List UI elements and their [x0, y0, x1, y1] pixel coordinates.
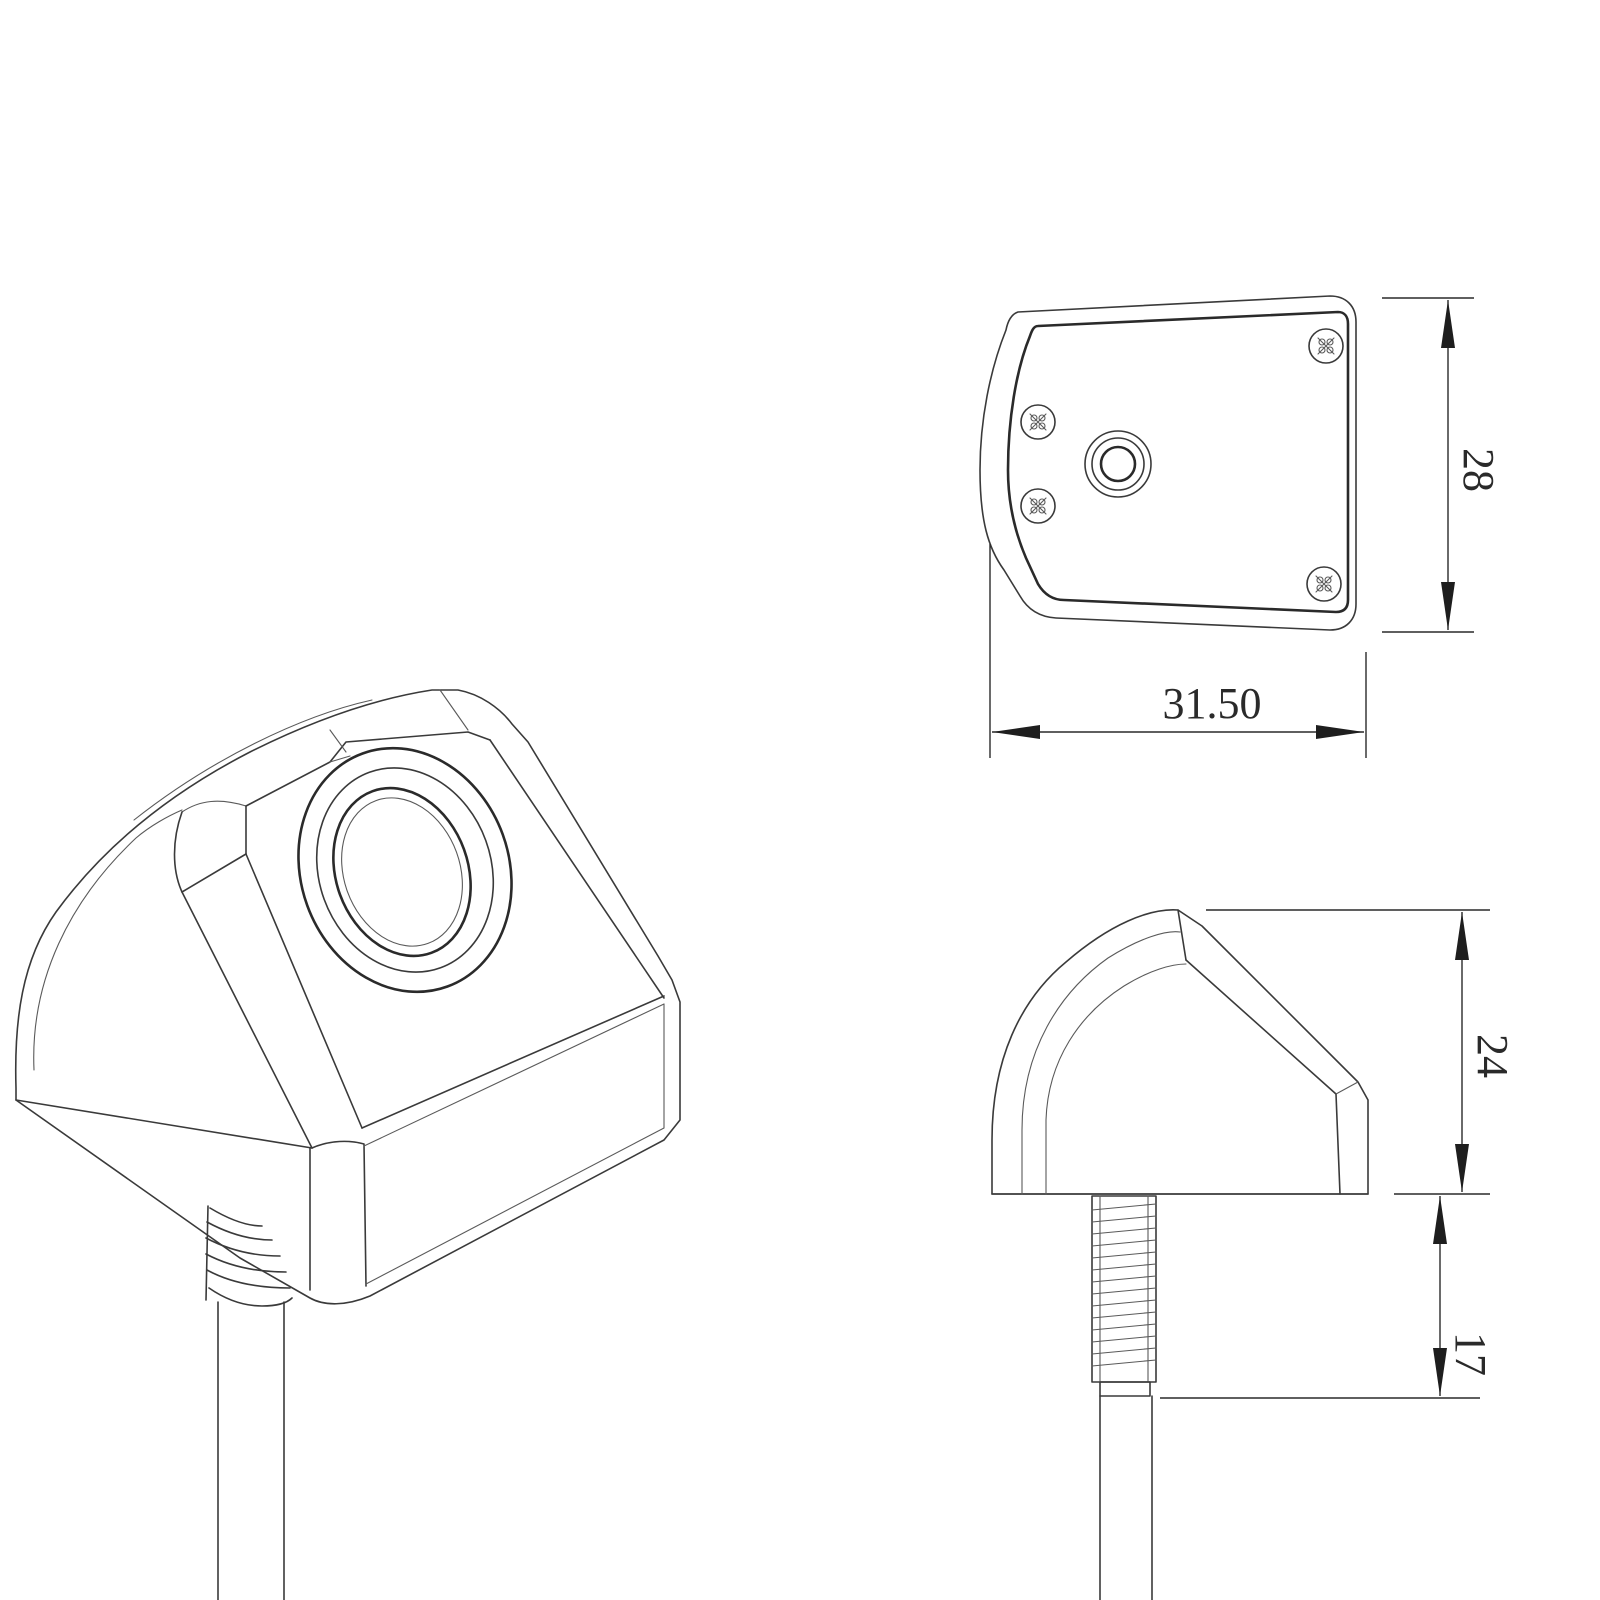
camera-lens — [297, 746, 513, 994]
screw-icon — [1306, 566, 1342, 602]
dimension-label-body-height: 24 — [1468, 1034, 1517, 1078]
threaded-stud — [205, 1205, 293, 1307]
side-view — [991, 909, 1369, 1600]
screw-icon — [1308, 328, 1344, 364]
dimension-height-top: 28 — [1382, 297, 1503, 633]
dimension-label-height-top: 28 — [1454, 448, 1503, 492]
cable-hole — [1084, 430, 1152, 498]
isometric-camera-view — [14, 689, 681, 1600]
dimension-label-width: 31.50 — [1163, 679, 1262, 728]
dimension-thread-length: 17 — [1160, 1196, 1495, 1399]
dimension-width: 31.50 — [989, 544, 1367, 758]
cable — [217, 1301, 285, 1600]
top-view-base-plate — [979, 295, 1357, 631]
dimension-label-thread-length: 17 — [1446, 1332, 1495, 1376]
screw-icon — [1020, 404, 1056, 440]
screw-icon — [1020, 488, 1056, 524]
side-threaded-stud — [1091, 1195, 1157, 1397]
camera-housing — [14, 689, 681, 1305]
dimension-body-height: 24 — [1206, 909, 1517, 1195]
